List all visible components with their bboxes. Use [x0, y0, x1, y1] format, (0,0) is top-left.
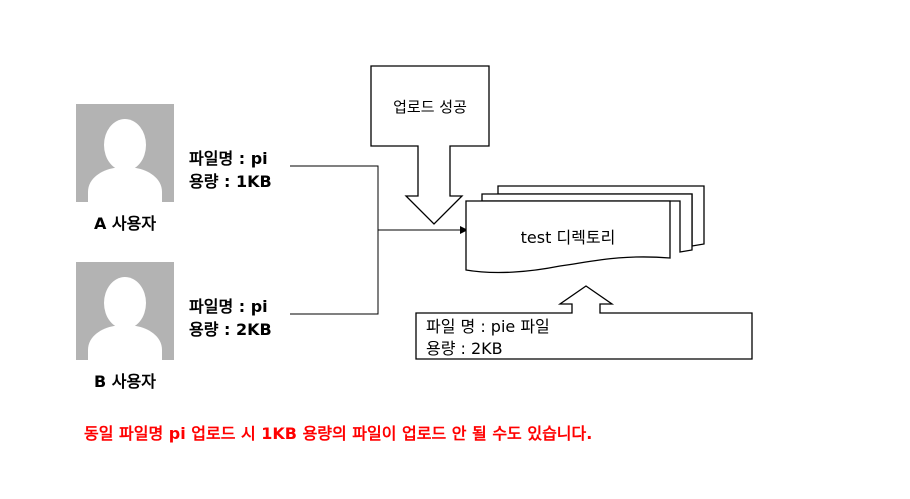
warning-message: 동일 파일명 pi 업로드 시 1KB 용량의 파일이 업로드 안 될 수도 있…	[84, 424, 593, 443]
user-a-file-name: 파일명 : pi	[189, 149, 268, 168]
user-b-name: B 사용자	[94, 372, 156, 391]
stored-file-size: 용량 : 2KB	[426, 339, 503, 358]
up-arrow-icon	[415, 285, 753, 360]
user-b-file-size: 용량 : 2KB	[189, 320, 272, 339]
upload-success-callout: 업로드 성공	[371, 66, 489, 146]
user-b-file-name: 파일명 : pi	[189, 297, 268, 316]
upload-success-label: 업로드 성공	[393, 97, 467, 116]
user-avatar-icon	[76, 262, 174, 360]
connector-arrowhead	[460, 226, 468, 234]
user-a-name: A 사용자	[93, 214, 157, 233]
user-a-file-size: 용량 : 1KB	[189, 172, 272, 191]
callout-shape	[370, 65, 490, 225]
stored-file-name: 파일 명 : pie 파일	[426, 317, 550, 336]
stacked-documents-icon	[465, 185, 705, 274]
directory-label: test 디렉토리	[520, 228, 616, 247]
stored-file-info: 파일 명 : pie 파일 용량 : 2KB	[426, 316, 550, 360]
connector-a	[290, 165, 379, 230]
user-avatar-icon	[76, 104, 174, 202]
connector-b	[290, 230, 379, 315]
